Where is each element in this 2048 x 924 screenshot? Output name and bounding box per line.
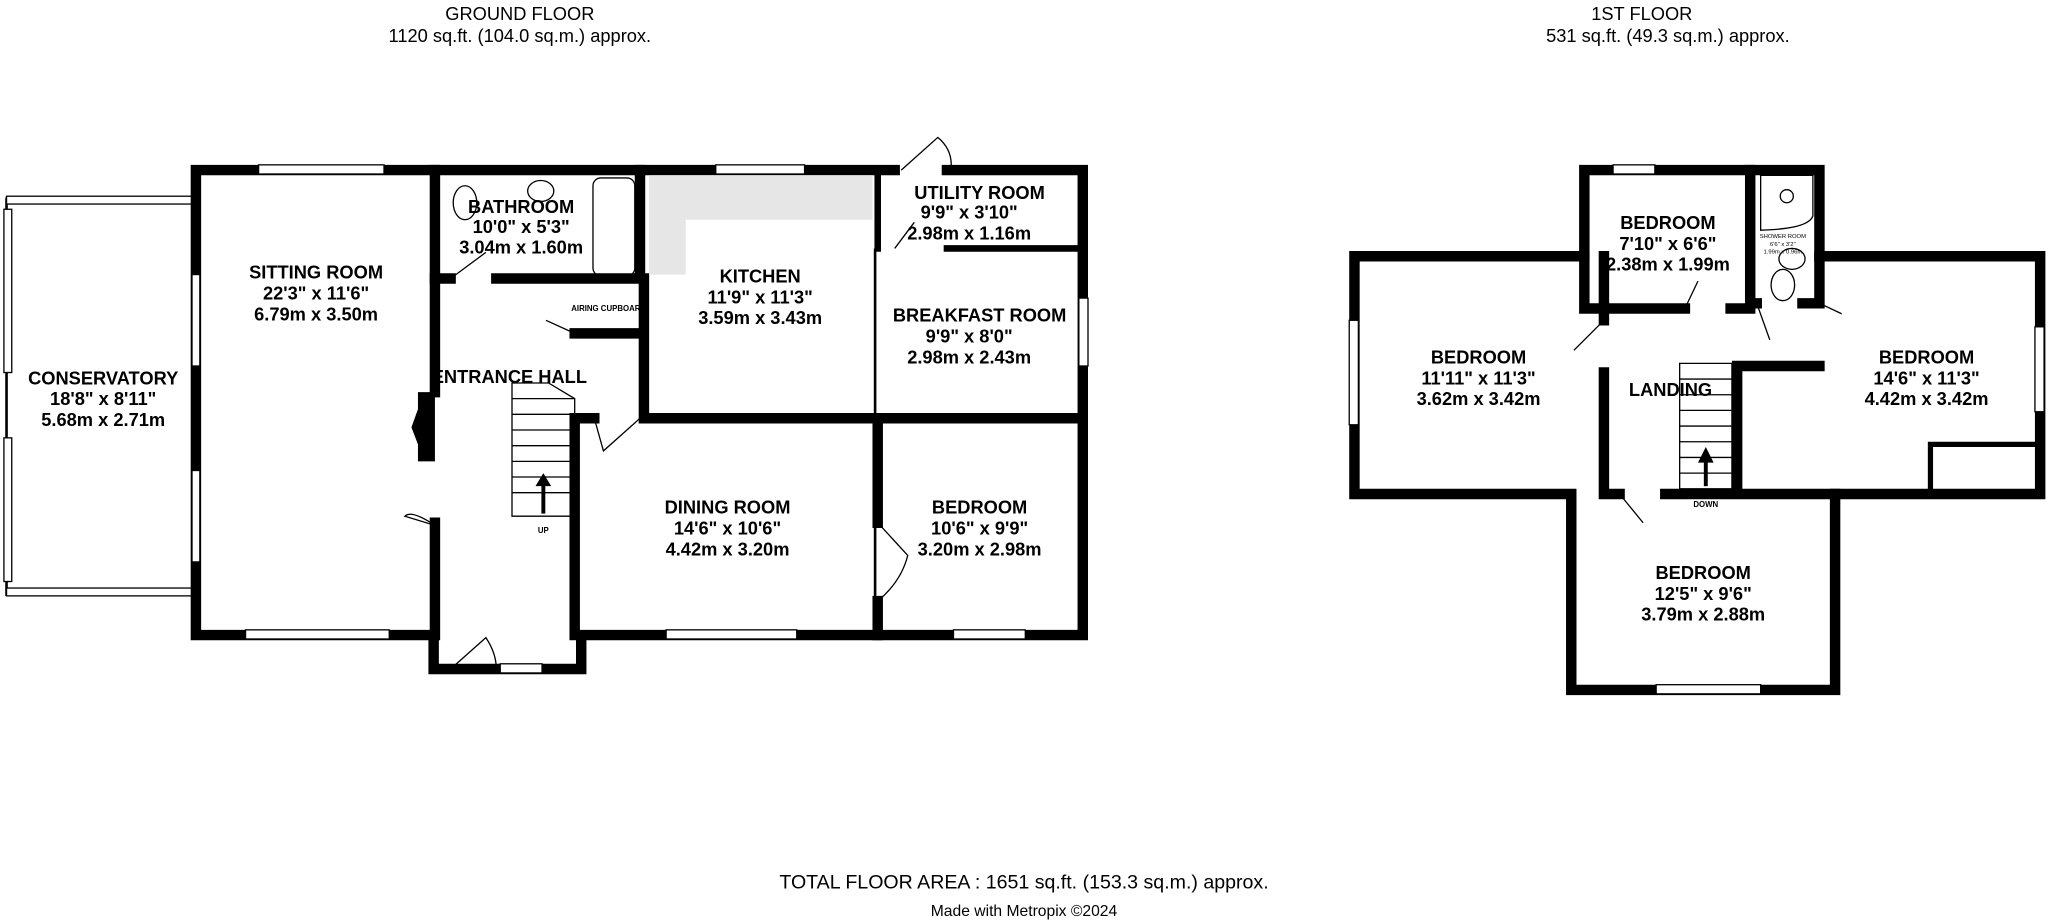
room-name: CONSERVATORY [28,367,178,388]
room-bedroom-left: BEDROOM 11'11" x 11'3" 3.62m x 3.42m [1417,346,1541,409]
room-conservatory: CONSERVATORY 18'8" x 8'11" 5.68m x 2.71m [28,367,178,430]
room-dims-imperial: 11'9" x 11'3" [708,286,813,307]
shower-room-dims-metric: 1.99m x 0.96m [1763,250,1802,256]
room-dims-imperial: 18'8" x 8'11" [50,388,156,409]
room-kitchen: KITCHEN 11'9" x 11'3" 3.59m x 3.43m [698,265,822,328]
room-name: DINING ROOM [665,497,791,518]
room-name: UTILITY ROOM [914,182,1045,203]
room-sitting-room: SITTING ROOM 22'3" x 11'6" 6.79m x 3.50m [249,261,383,324]
room-dims-imperial: 12'5" x 9'6" [1655,583,1752,604]
room-dims-imperial: 10'6" x 9'9" [931,517,1028,538]
room-name: BREAKFAST ROOM [893,305,1067,326]
room-name: KITCHEN [720,265,801,286]
stairs-down-label: DOWN [1693,500,1718,509]
total-floor-area: TOTAL FLOOR AREA : 1651 sq.ft. (153.3 sq… [779,871,1268,893]
room-name: SITTING ROOM [249,261,383,282]
airing-cupboard-label: AIRING CUPBOARD [571,304,646,313]
room-name: BEDROOM [1879,346,1974,367]
room-name: BEDROOM [932,497,1027,518]
room-dims-imperial: 11'11" x 11'3" [1421,367,1535,388]
room-name: BATHROOM [468,196,574,217]
room-dims-metric: 4.42m x 3.20m [666,538,790,559]
shower-room-dims-imperial: 6'6" x 3'2" [1770,242,1796,248]
room-dims-metric: 3.04m x 1.60m [459,237,583,258]
room-dims-metric: 4.42m x 3.42m [1865,388,1989,409]
ground-floor-area: 1120 sq.ft. (104.0 sq.m.) approx. [389,25,652,46]
room-bedroom-right: BEDROOM 14'6" x 11'3" 4.42m x 3.42m [1865,346,1989,409]
room-dims-imperial: 10'0" x 5'3" [473,216,570,237]
stairs-first-floor: DOWN [1679,362,1733,509]
ground-floor-title: GROUND FLOOR [445,3,594,24]
room-dims-metric: 3.62m x 3.42m [1417,388,1541,409]
first-floor-plan: SHOWER ROOM 6'6" x 3'2" 1.99m x 0.96m DO… [1348,164,2046,696]
room-dims-imperial: 9'9" x 3'10" [921,201,1018,222]
room-dims-metric: 2.98m x 1.16m [907,222,1031,243]
room-dims-metric: 5.68m x 2.71m [41,409,165,430]
stairs-up-label: UP [538,526,549,535]
room-dims-metric: 2.38m x 1.99m [1606,254,1730,275]
room-dims-metric: 3.59m x 3.43m [698,307,822,328]
room-landing: LANDING [1629,379,1712,400]
room-bathroom: BATHROOM 10'0" x 5'3" 3.04m x 1.60m [459,196,583,257]
first-floor-title: 1ST FLOOR [1591,3,1692,24]
room-dims-imperial: 7'10" x 6'6" [1619,233,1716,254]
room-bedroom-ground: BEDROOM 10'6" x 9'9" 3.20m x 2.98m [918,497,1042,560]
room-bedroom-small: BEDROOM 7'10" x 6'6" 2.38m x 1.99m [1606,212,1730,275]
credit: Made with Metropix ©2024 [931,903,1118,920]
room-utility-room: UTILITY ROOM 9'9" x 3'10" 2.98m x 1.16m [907,182,1045,243]
first-floor-area: 531 sq.ft. (49.3 sq.m.) approx. [1546,25,1790,46]
room-dims-metric: 3.79m x 2.88m [1641,604,1765,625]
room-dining-room: DINING ROOM 14'6" x 10'6" 4.42m x 3.20m [665,497,791,560]
room-entrance-hall: ENTRANCE HALL [432,366,587,387]
room-bedroom-bottom: BEDROOM 12'5" x 9'6" 3.79m x 2.88m [1641,562,1765,625]
room-name: BEDROOM [1431,346,1526,367]
stairs: UP [511,382,576,535]
room-dims-imperial: 14'6" x 11'3" [1873,367,1979,388]
room-name: BEDROOM [1620,212,1715,233]
room-dims-imperial: 22'3" x 11'6" [263,282,369,303]
room-breakfast-room: BREAKFAST ROOM 9'9" x 8'0" 2.98m x 2.43m [893,305,1067,368]
room-dims-imperial: 14'6" x 10'6" [674,517,781,538]
ground-floor-plan: UP CONSERVATORY 18'8" x 8'11" 5.68m x 2.… [3,136,1089,675]
room-dims-imperial: 9'9" x 8'0" [926,325,1013,346]
shower-room-name: SHOWER ROOM [1760,234,1806,240]
room-dims-metric: 2.98m x 2.43m [907,346,1031,367]
room-dims-metric: 3.20m x 2.98m [918,538,1042,559]
room-name: BEDROOM [1655,562,1750,583]
room-dims-metric: 6.79m x 3.50m [254,303,378,324]
